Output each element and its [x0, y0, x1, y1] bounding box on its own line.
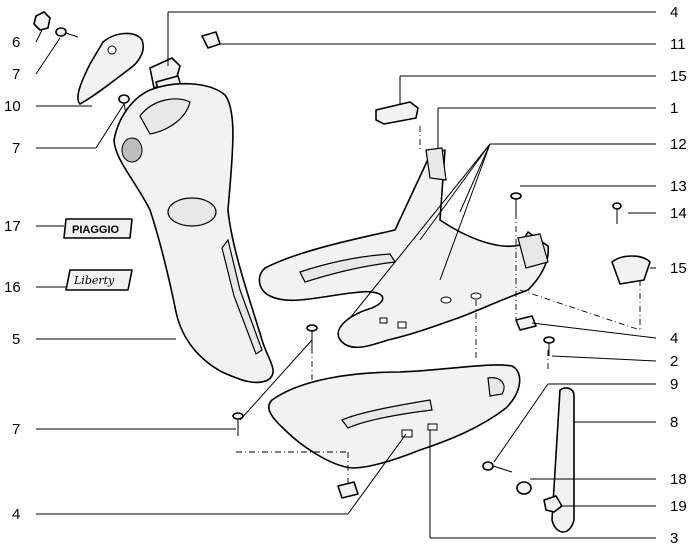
part-17-piaggio-decal: PIAGGIO	[63, 218, 133, 239]
part-3-under-tray	[268, 364, 521, 469]
callout-18: 18	[670, 471, 687, 488]
part-15-clip-upper	[375, 101, 419, 125]
part-4-clip-right	[515, 315, 537, 331]
part-18-spacer	[516, 481, 532, 495]
callout-12: 12	[670, 136, 687, 153]
part-10-upper-cover	[77, 32, 144, 105]
callout-7-upper: 7	[12, 66, 20, 83]
callout-6: 6	[12, 34, 20, 51]
callout-labels: 6 7 10 7 17 16 5 7 4 4 11 15 1 12 13 14 …	[4, 4, 687, 547]
part-15-clip-right	[611, 255, 651, 285]
part-8-side-strip	[551, 387, 575, 533]
part-14-screw	[612, 202, 622, 224]
callout-7-middle: 7	[12, 140, 20, 157]
leader-lines	[35, 11, 657, 539]
callout-3: 3	[670, 530, 678, 547]
callout-10: 10	[4, 98, 21, 115]
part-1-floor-panel	[258, 147, 550, 349]
callout-19: 19	[670, 498, 687, 515]
part-7-screw-d	[232, 412, 244, 436]
callout-11: 11	[670, 36, 686, 53]
part-7-screw-c	[306, 324, 318, 348]
part-19-nut	[543, 495, 563, 513]
callout-7-lower: 7	[12, 421, 20, 438]
callout-5: 5	[12, 331, 20, 348]
callout-13: 13	[670, 178, 687, 195]
callout-8: 8	[670, 414, 678, 431]
part-7-screw-a	[55, 27, 79, 38]
part-4-clip-bottom	[337, 481, 359, 499]
part-2-screw	[543, 336, 555, 356]
part-5-front-shield	[113, 82, 274, 384]
liberty-decal-text: Liberty	[73, 274, 115, 287]
part-11-clip	[201, 31, 221, 49]
callout-4-bottom-left: 4	[12, 506, 20, 523]
callout-15-right: 15	[670, 260, 687, 277]
callout-4-right: 4	[670, 330, 678, 347]
piaggio-decal-text: PIAGGIO	[72, 224, 120, 236]
callout-16: 16	[4, 279, 21, 296]
callout-17: 17	[4, 218, 21, 235]
callout-4-top: 4	[670, 4, 678, 21]
callout-14: 14	[670, 205, 687, 222]
assembly-lines	[236, 126, 641, 486]
part-16-liberty-decal: Liberty	[65, 269, 133, 291]
callout-15-top: 15	[670, 68, 687, 85]
callout-1: 1	[670, 100, 678, 117]
callout-9: 9	[670, 376, 678, 393]
part-6-nut	[33, 11, 51, 31]
part-9-screw	[482, 461, 513, 473]
callout-2: 2	[670, 353, 678, 370]
